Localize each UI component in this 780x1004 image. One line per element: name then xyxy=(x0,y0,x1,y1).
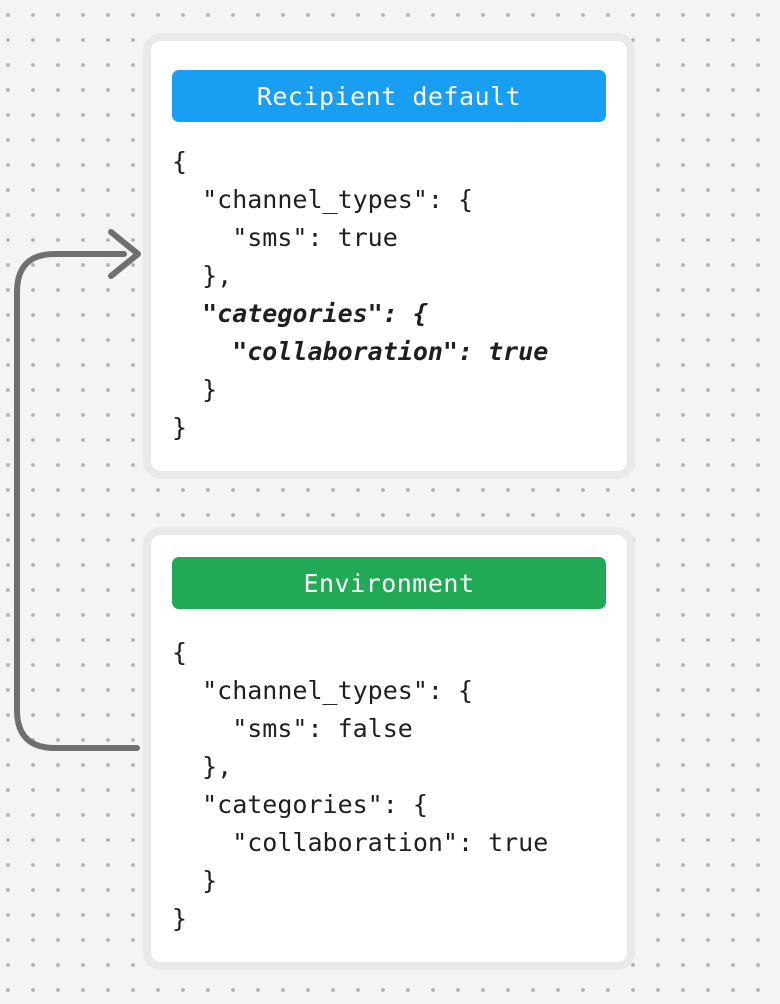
code-line: "collaboration": true xyxy=(172,337,549,366)
recipient-default-header: Recipient default xyxy=(172,70,606,122)
code-line: "sms": true xyxy=(172,223,398,252)
code-line: "sms": false xyxy=(172,714,413,743)
code-line: { xyxy=(172,638,188,667)
code-line: { xyxy=(172,147,188,176)
flow-arrow-line xyxy=(14,251,140,751)
recipient-default-card: Recipient default { "channel_types": { "… xyxy=(143,33,635,479)
code-line: "collaboration": true xyxy=(172,828,549,857)
environment-card: Environment { "channel_types": { "sms": … xyxy=(143,527,635,970)
environment-code-block: { "channel_types": { "sms": false }, "ca… xyxy=(172,634,627,938)
recipient-default-code-block: { "channel_types": { "sms": true }, "cat… xyxy=(172,143,627,447)
code-line: } xyxy=(172,413,188,442)
flow-arrow-head xyxy=(108,229,141,279)
code-line: "categories": { xyxy=(172,299,428,328)
code-line: }, xyxy=(172,261,233,290)
code-line: }, xyxy=(172,752,233,781)
environment-header: Environment xyxy=(172,557,606,609)
code-line: "channel_types": { xyxy=(172,185,474,214)
code-line: } xyxy=(172,904,188,933)
code-line: } xyxy=(172,375,218,404)
code-line: "categories": { xyxy=(172,790,428,819)
code-line: "channel_types": { xyxy=(172,676,474,705)
code-line: } xyxy=(172,866,218,895)
